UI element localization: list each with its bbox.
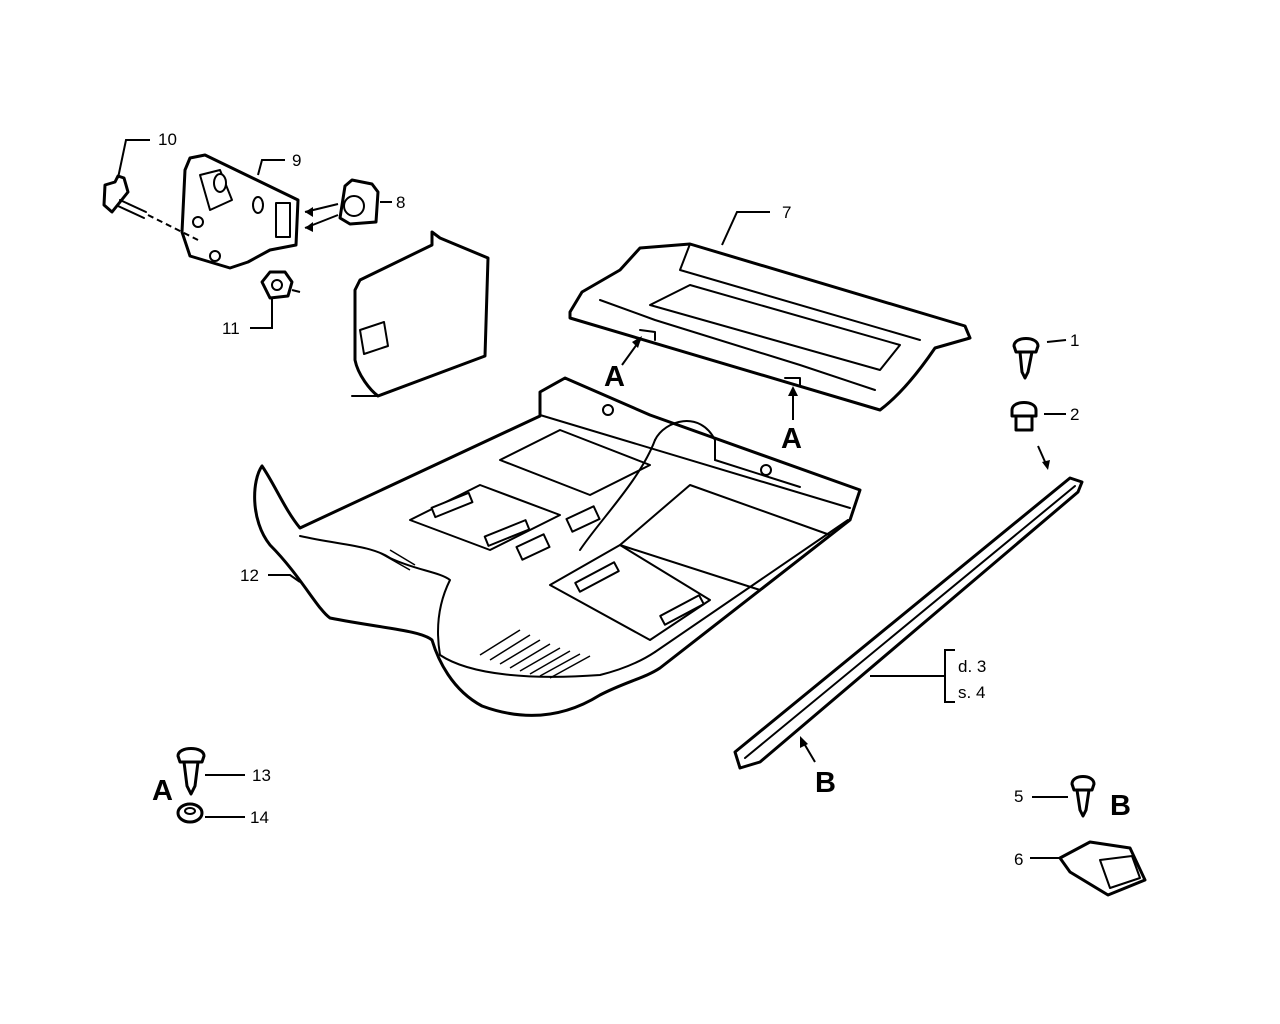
callout-6: 6 xyxy=(1014,850,1023,869)
callout-2: 2 xyxy=(1070,405,1079,424)
callout-13: 13 xyxy=(252,766,271,785)
ref-letter-a-shelf-left: A xyxy=(604,361,625,393)
nut-part xyxy=(260,270,301,300)
callout-14: 14 xyxy=(250,808,269,827)
sill-rail-part xyxy=(733,476,1084,770)
callout-12: 12 xyxy=(240,566,259,585)
parcel-shelf-part xyxy=(568,242,972,412)
callout-11: 11 xyxy=(222,319,240,338)
callout-7: 7 xyxy=(782,203,791,222)
ref-letter-b-rail: B xyxy=(815,767,836,799)
callout-5: 5 xyxy=(1014,787,1023,806)
floor-mat-hatching xyxy=(379,549,591,679)
floor-carpet-part xyxy=(253,376,862,717)
rail-clip-part xyxy=(1058,840,1147,897)
callout-8: 8 xyxy=(396,193,405,212)
clip-part xyxy=(304,178,380,232)
side-trim-panel xyxy=(351,230,490,398)
callout-3: d. 3 xyxy=(958,657,986,676)
grommet-part xyxy=(1010,401,1050,470)
screw-part-1 xyxy=(1012,337,1040,380)
ref-letter-a-legend: A xyxy=(152,775,173,807)
ref-letter-b-legend: B xyxy=(1110,790,1131,822)
screw-part-5 xyxy=(1070,775,1096,818)
callout-9: 9 xyxy=(292,151,301,170)
screw-part-13 xyxy=(176,747,206,796)
callout-10: 10 xyxy=(158,130,177,149)
callout-1: 1 xyxy=(1070,331,1079,350)
washer-part xyxy=(176,802,204,824)
leader-lines xyxy=(117,139,1068,859)
ref-letter-a-shelf-right: A xyxy=(781,423,802,455)
mounting-bracket-part xyxy=(180,153,300,270)
callout-4: s. 4 xyxy=(958,683,985,702)
bolt-part xyxy=(102,174,199,241)
